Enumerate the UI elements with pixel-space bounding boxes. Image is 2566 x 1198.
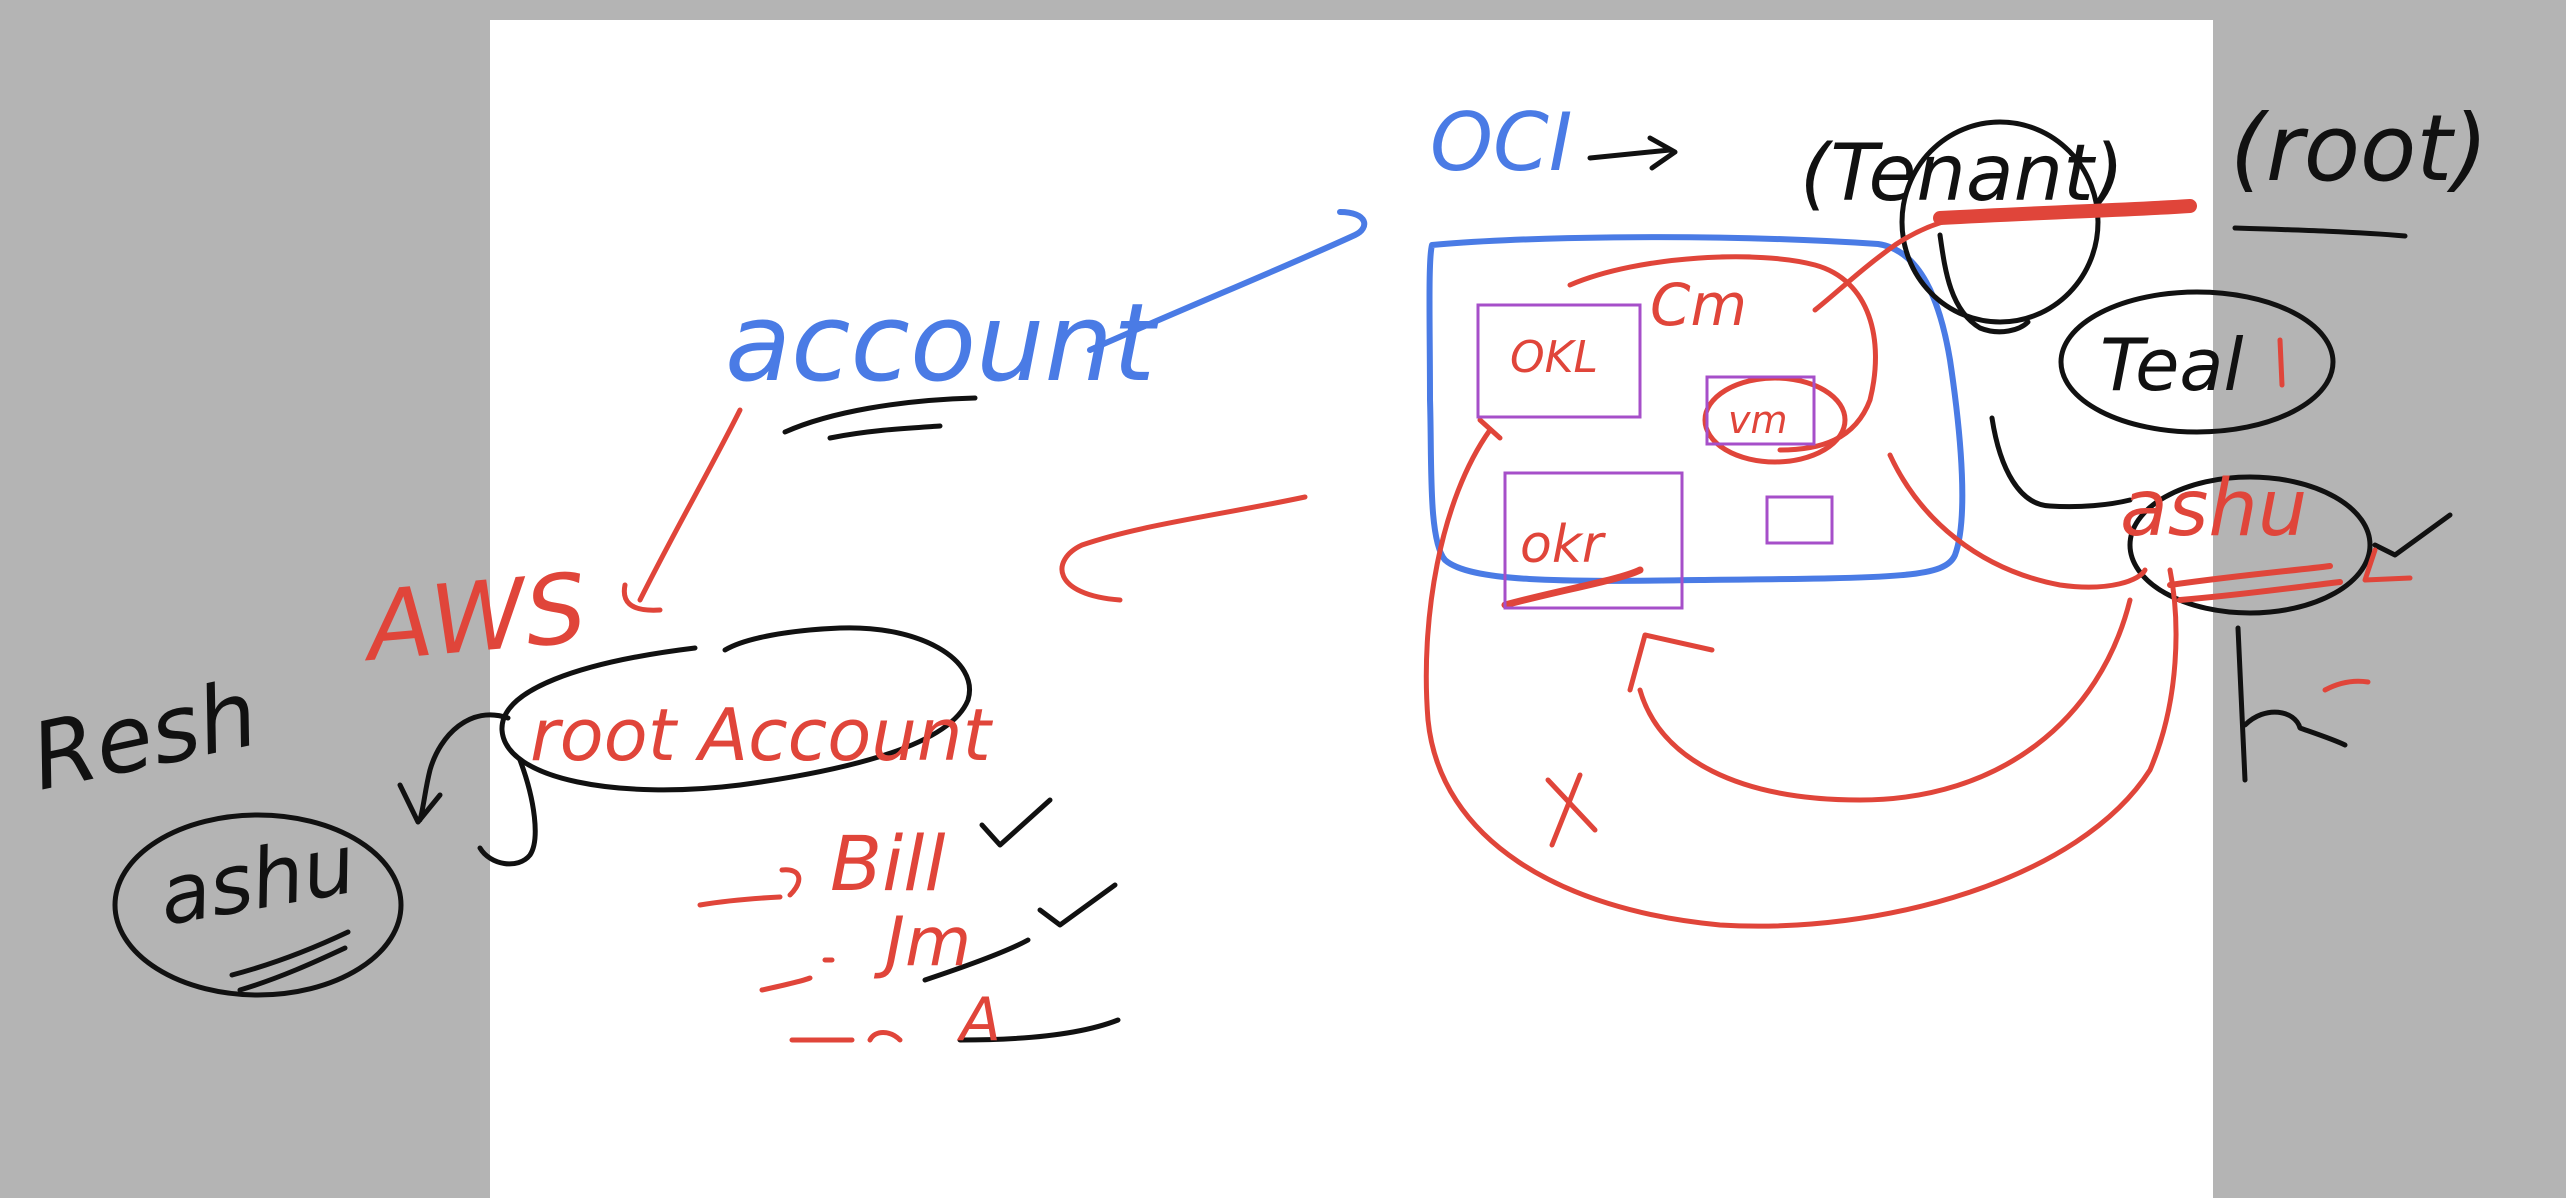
okr-label: okr (1520, 515, 1607, 575)
cm-loop (1567, 254, 1878, 453)
account-underline (782, 395, 978, 435)
whiteboard[interactable] (490, 20, 2213, 1198)
teal-to-ashu-line (1989, 415, 2133, 510)
teal-ellipse (2058, 289, 2336, 435)
account-to-aws-arrow (621, 407, 743, 613)
oci-label: OCI (1430, 96, 1572, 189)
bill-dash (697, 867, 802, 908)
account-label: account (725, 281, 1159, 406)
re-stroke (2235, 625, 2348, 783)
re-red-accent (2322, 678, 2371, 693)
ashu-left-underline (229, 929, 351, 978)
root-label: (root) (2230, 95, 2488, 202)
tenant-label: (Tenant) (1800, 129, 2124, 219)
root-account-ellipse (499, 625, 972, 793)
vm-box (1705, 375, 1816, 446)
oci-arrow (1587, 135, 1678, 171)
root-red-tick (2277, 337, 2285, 388)
a-underline (957, 1017, 1121, 1043)
teal-label: Teal (2100, 323, 2244, 407)
bill-label: Bill (830, 819, 945, 908)
tenant-circle (1899, 119, 2101, 325)
okl-box (1476, 303, 1642, 419)
okr-to-vm-line (1477, 417, 2148, 590)
big-loop (1423, 427, 2179, 929)
ashu-right-underline-2 (2177, 579, 2343, 603)
ashu-right-underline (2167, 563, 2333, 588)
inner-loop (1627, 597, 2133, 803)
x-mark (1545, 772, 1598, 848)
root-to-ashu-loop (477, 757, 538, 867)
empty-box (1765, 495, 1834, 545)
jm-dash (759, 957, 835, 993)
vm-label: vm (1728, 398, 1788, 442)
root-to-ashu-arrow (397, 712, 511, 825)
jm-label: Jm (873, 903, 971, 982)
root-underline (2232, 225, 2408, 239)
oci-container-outline (1426, 234, 1966, 584)
ashu-left-label: ashu (152, 817, 362, 945)
account-underline-2 (827, 423, 943, 441)
account-to-oci-line (1087, 209, 1368, 353)
bill-check (979, 797, 1053, 848)
aws-label: AWS (356, 552, 591, 683)
ashu-right-label: ashu (2120, 464, 2307, 554)
jm-check (1037, 882, 1118, 928)
root-account-label: root Account (530, 693, 994, 777)
cm-label: Cm (1650, 271, 1747, 339)
a-dash (789, 1030, 903, 1043)
jm-underline (922, 937, 1031, 983)
okr-box (1503, 471, 1684, 610)
ashu-left-ellipse (112, 812, 404, 998)
cm-tail (1812, 217, 1953, 313)
middle-curl (1059, 494, 1308, 603)
okr-strike (1501, 566, 1644, 609)
ashu-red-l (2362, 547, 2413, 583)
tenant-strike (1933, 199, 2197, 225)
tenant-tail (1937, 232, 2031, 335)
resh-label: Resh (22, 660, 266, 812)
ashu-left-underline-2 (237, 945, 348, 993)
okl-label: OKL (1510, 332, 1598, 383)
ashu-right-ellipse (2127, 474, 2373, 616)
third-item-label: A (956, 985, 1001, 1055)
ashu-right-check (2372, 512, 2453, 558)
